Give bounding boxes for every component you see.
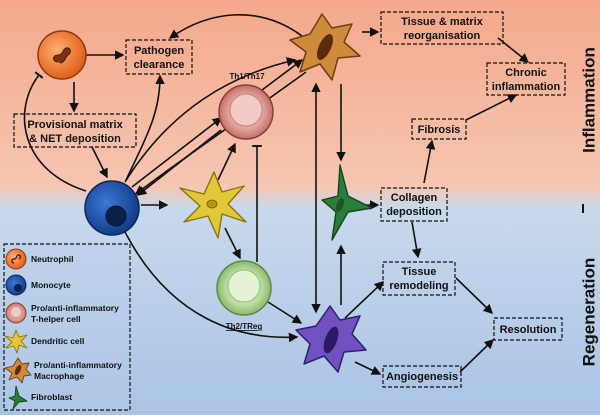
legend-label-t-helper-1: Pro/anti-inflammatory	[31, 303, 119, 313]
box-tissue-remodeling	[382, 261, 456, 296]
label-tissue-reorg-1: Tissue & matrix	[401, 16, 484, 28]
t-helper-pro-icon	[218, 84, 274, 140]
legend-label-macrophage-2: Macrophage	[34, 371, 84, 381]
legend: Neutrophil Monocyte Pro/anti-inflammator…	[3, 243, 131, 411]
legend-dendritic-icon	[4, 329, 28, 354]
arrow-collagen-remodeling	[411, 221, 422, 259]
arrow-th2-macrophage-anti	[267, 301, 303, 324]
label-collagen-1: Collagen	[391, 192, 438, 204]
arrow-macrophage-pro-monocyte	[134, 71, 307, 195]
label-angiogenesis: Angiogenesis	[386, 371, 458, 383]
legend-label-monocyte: Monocyte	[31, 280, 71, 290]
t-helper-anti-icon	[216, 260, 272, 316]
label-pathogen-1: Pathogen	[134, 45, 184, 57]
box-collagen-deposition	[380, 187, 448, 222]
label-provisional-2: & NET deposition	[29, 133, 121, 145]
arrow-dendritic-th1	[217, 142, 236, 181]
legend-neutrophil-icon	[5, 248, 27, 270]
legend-monocyte-icon	[5, 274, 27, 296]
label-chronic-1: Chronic	[505, 67, 547, 79]
arrow-macrophage-angiogenesis	[354, 361, 382, 375]
box-angiogenesis	[382, 365, 462, 388]
macrophage-anti-icon	[295, 305, 367, 373]
box-pathogen-clearance	[125, 39, 193, 75]
box-tissue-reorganisation	[380, 11, 504, 45]
label-tissue-reorg-2: reorganisation	[404, 30, 481, 42]
arrow-monocyte-th1	[131, 117, 223, 188]
legend-macrophage-icon	[4, 357, 32, 384]
neutrophil-icon	[37, 30, 87, 80]
label-fibrosis: Fibrosis	[418, 124, 461, 136]
arrow-remodeling-resolution	[455, 277, 494, 315]
arrow-dendritic-th2	[224, 227, 241, 260]
arrow-provisional-monocyte	[91, 146, 108, 179]
zone-label-inflammation: Inflammation	[579, 47, 598, 153]
arrow-monocyte-pathogen	[125, 74, 165, 181]
arrow-collagen-fibrosis	[423, 139, 436, 184]
dendritic-icon	[179, 171, 247, 239]
label-resolution: Resolution	[500, 324, 557, 336]
label-provisional-1: Provisional matrix	[27, 119, 123, 131]
zone-label-regeneration: Regeneration	[579, 258, 598, 367]
arrow-angiogenesis-resolution	[459, 338, 495, 373]
inhibit-monocyte-neutrophil	[23, 71, 87, 192]
legend-label-t-helper-2: T-helper cell	[31, 314, 81, 324]
label-remodeling-1: Tissue	[402, 266, 437, 278]
legend-label-fibroblast: Fibroblast	[31, 392, 72, 402]
fibroblast-icon	[321, 164, 373, 241]
macrophage-pro-icon	[289, 13, 361, 81]
legend-fibroblast-icon	[8, 385, 28, 410]
arrow-macrophage-pathogen	[168, 14, 303, 39]
label-collagen-2: deposition	[386, 206, 442, 218]
label-remodeling-2: remodeling	[389, 280, 448, 292]
label-pathogen-2: clearance	[134, 59, 185, 71]
box-resolution	[493, 317, 563, 341]
arrows	[23, 14, 530, 375]
t-helper-pro-label: Th1/Th17	[229, 72, 265, 81]
arrow-macrophage-remodeling	[344, 281, 385, 319]
legend-label-macrophage-1: Pro/anti-inflammatory	[34, 360, 122, 370]
arrow-monocyte-macrophage-pro	[124, 57, 297, 183]
label-chronic-2: inflammation	[492, 81, 561, 93]
legend-label-dendritic: Dendritic cell	[31, 336, 84, 346]
box-fibrosis	[411, 118, 467, 140]
arrow-monocyte-macrophage-anti	[123, 229, 299, 343]
box-provisional-matrix	[13, 113, 137, 148]
box-chronic-inflammation	[486, 62, 566, 96]
monocyte-icon	[84, 180, 140, 236]
legend-label-neutrophil: Neutrophil	[31, 254, 74, 264]
arrow-th1-macrophage-pro	[261, 59, 304, 91]
arrow-fibrosis-chronic	[465, 94, 518, 121]
legend-t-helper-icon	[5, 302, 27, 324]
t-helper-anti-label: Th2/TReg	[226, 322, 263, 331]
